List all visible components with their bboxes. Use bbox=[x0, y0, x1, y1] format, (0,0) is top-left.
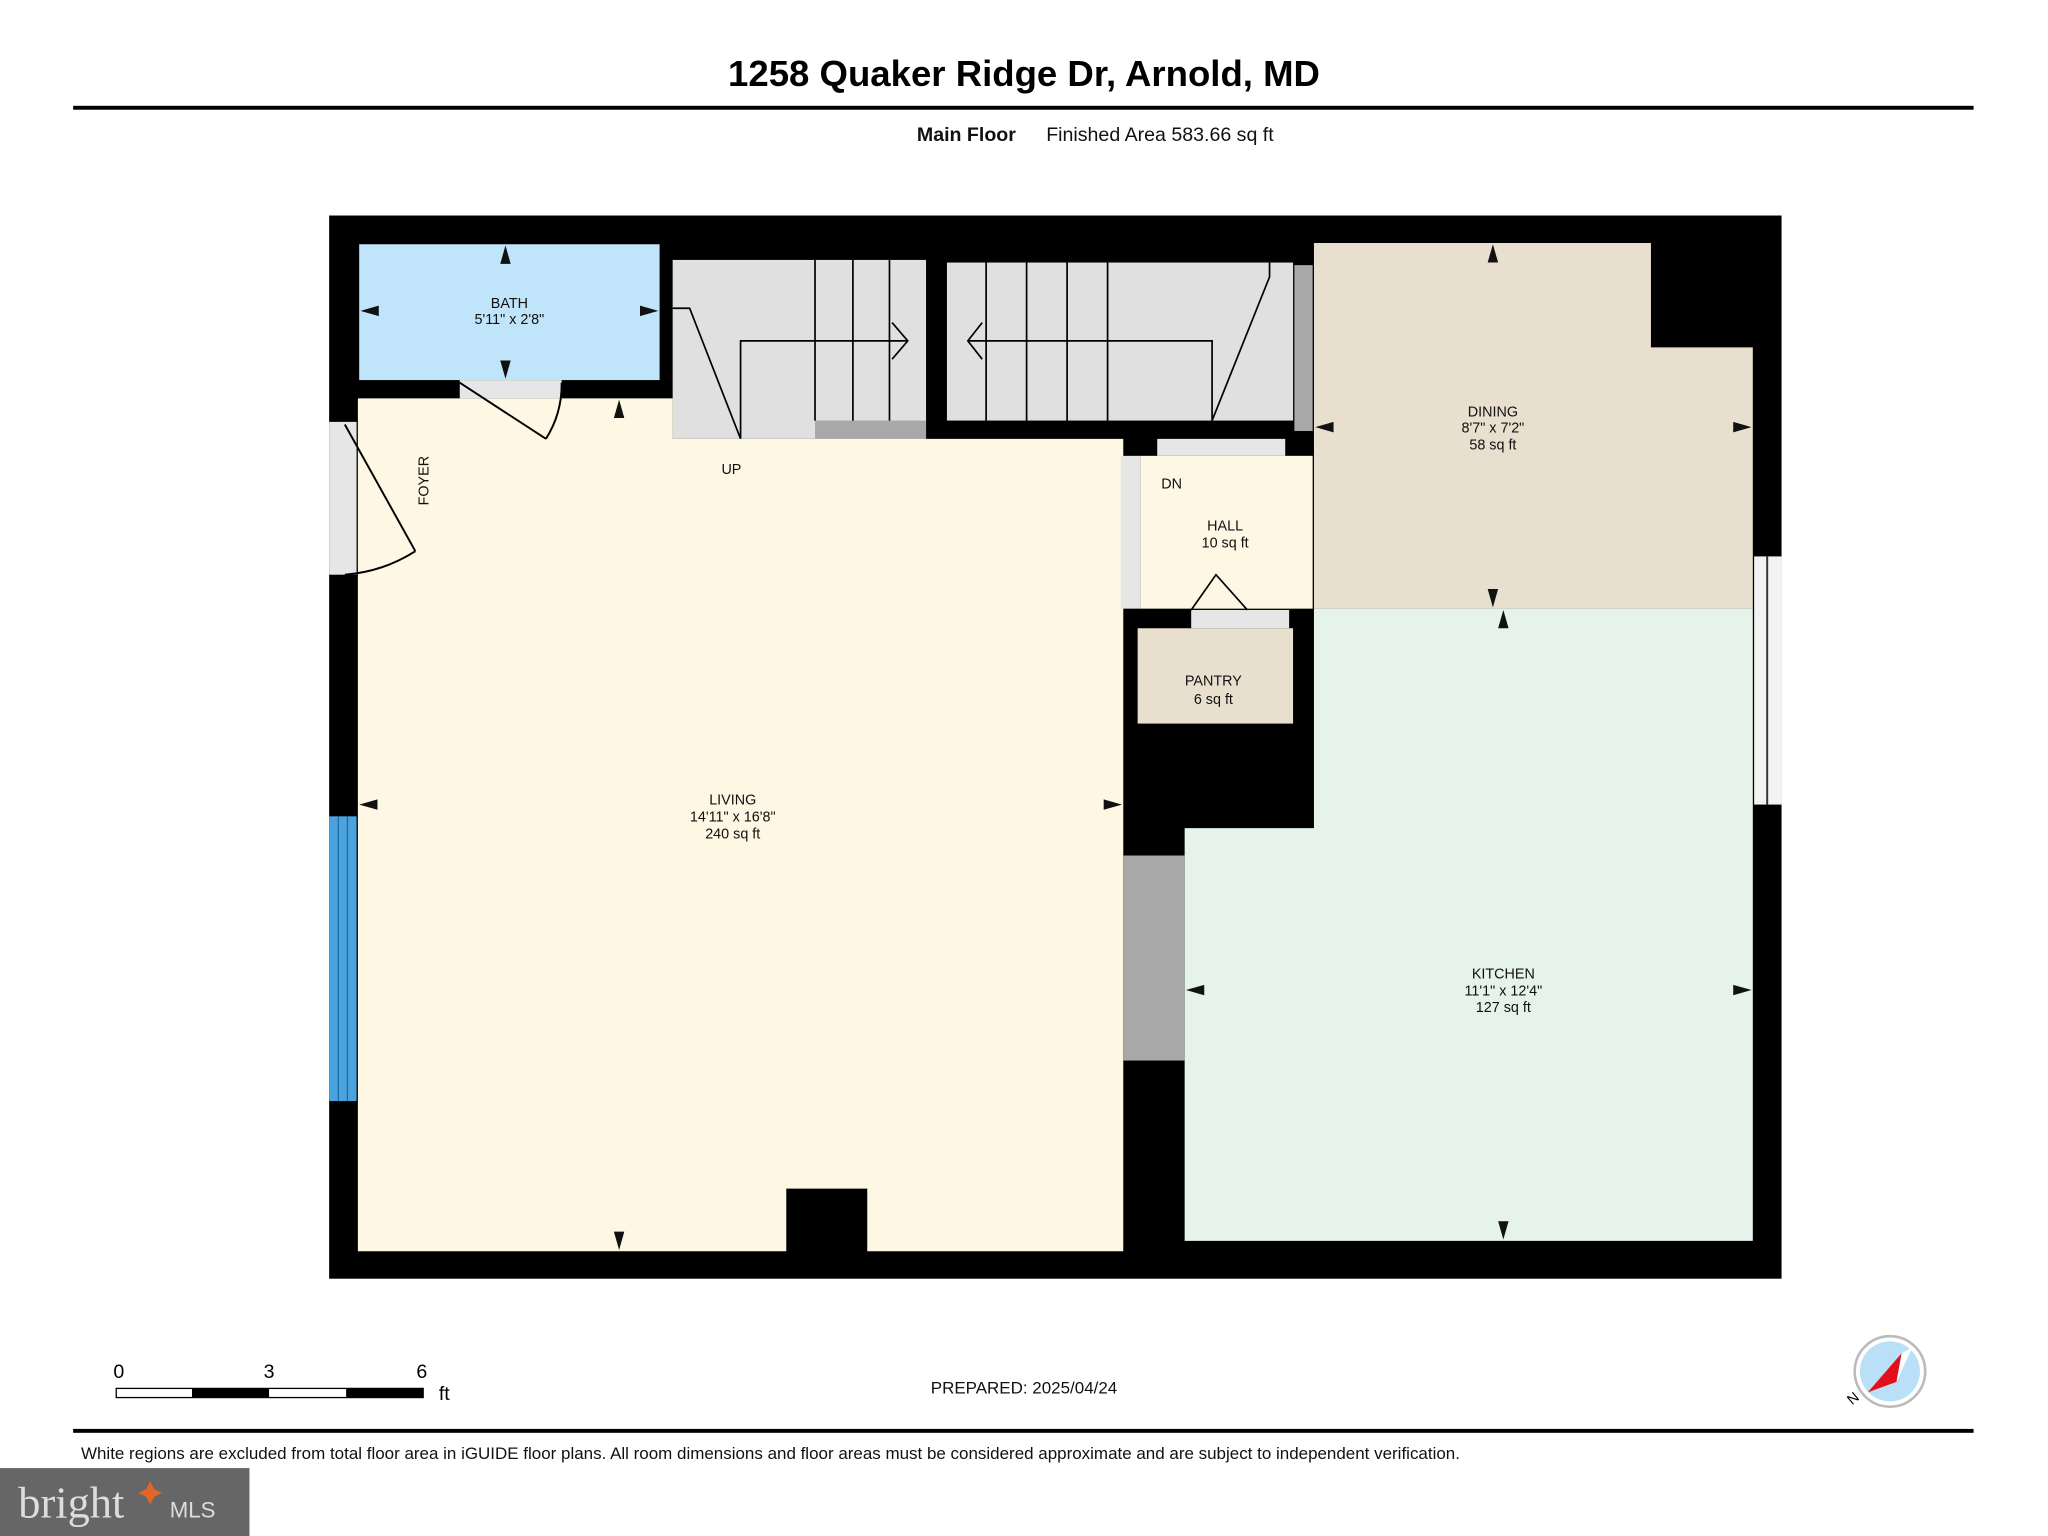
foyer-label: FOYER bbox=[416, 456, 432, 505]
room-hall bbox=[1140, 455, 1313, 609]
compass-icon: N bbox=[1844, 1334, 1927, 1409]
floor-name: Main Floor bbox=[917, 124, 1016, 146]
front-door bbox=[329, 421, 357, 575]
hall-area: 10 sq ft bbox=[1202, 535, 1249, 551]
kitchen-area: 127 sq ft bbox=[1476, 1000, 1531, 1016]
scale-tick-6: 6 bbox=[416, 1361, 427, 1383]
room-dining bbox=[1313, 242, 1753, 609]
hall-opening bbox=[1120, 455, 1141, 609]
scale-unit: ft bbox=[439, 1383, 450, 1405]
pantry-bifold-door bbox=[1190, 573, 1248, 611]
room-bath bbox=[359, 244, 660, 381]
living-label: LIVING bbox=[709, 793, 756, 809]
room-kitchen bbox=[1184, 608, 1753, 1241]
scale-bar: 0 3 6 ft bbox=[113, 1361, 450, 1405]
bath-door-swing bbox=[459, 381, 563, 440]
bath-door bbox=[459, 380, 562, 399]
stairs-down bbox=[946, 262, 1313, 432]
dining-dims: 8'7" x 7'2" bbox=[1462, 420, 1525, 436]
room-pantry bbox=[1137, 628, 1294, 724]
kitchen-dims: 11'1" x 12'4" bbox=[1465, 983, 1543, 999]
living-area: 240 sq ft bbox=[705, 827, 760, 843]
kitchen-label: KITCHEN bbox=[1472, 966, 1535, 982]
header-divider bbox=[73, 105, 1974, 110]
pantry-area: 6 sq ft bbox=[1194, 692, 1233, 708]
bath-label: BATH bbox=[491, 296, 528, 312]
stairs-down-label: DN bbox=[1161, 476, 1182, 492]
disclaimer: White regions are excluded from total fl… bbox=[81, 1444, 1460, 1463]
compass-north-label: N bbox=[1844, 1390, 1862, 1409]
finished-area: Finished Area 583.66 sq ft bbox=[1046, 124, 1274, 146]
dining-label: DINING bbox=[1468, 405, 1518, 421]
pantry-label: PANTRY bbox=[1185, 674, 1242, 690]
pantry-door bbox=[1191, 609, 1290, 629]
front-door-swing bbox=[343, 424, 417, 576]
svg-text:bright: bright bbox=[18, 1478, 125, 1528]
hall-label: HALL bbox=[1207, 518, 1243, 534]
page-title: 1258 Quaker Ridge Dr, Arnold, MD bbox=[728, 53, 1320, 94]
stairs-up-label: UP bbox=[721, 462, 741, 478]
bright-mls-logo: bright MLS bbox=[0, 1468, 250, 1536]
living-dims: 14'11" x 16'8" bbox=[690, 810, 776, 826]
hall-stair-opening bbox=[1157, 438, 1286, 456]
scale-tick-3: 3 bbox=[264, 1361, 275, 1383]
scale-tick-0: 0 bbox=[113, 1361, 124, 1383]
window-left bbox=[329, 816, 357, 1102]
kitchen-counter bbox=[1123, 855, 1185, 1061]
prepared-date: PREPARED: 2025/04/24 bbox=[931, 1379, 1117, 1398]
svg-text:MLS: MLS bbox=[170, 1498, 216, 1523]
room-living bbox=[357, 398, 1124, 1252]
dimension-arrows bbox=[359, 244, 1752, 1250]
footer-divider bbox=[73, 1428, 1974, 1433]
dining-area: 58 sq ft bbox=[1469, 437, 1516, 453]
stairs-up bbox=[672, 259, 927, 440]
bath-dims: 5'11" x 2'8" bbox=[475, 312, 545, 328]
